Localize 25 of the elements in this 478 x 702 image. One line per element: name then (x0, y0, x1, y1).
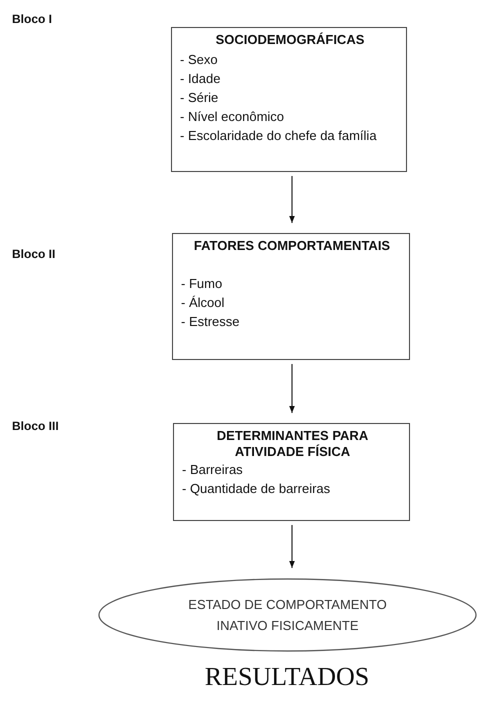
block-box (171, 27, 407, 172)
block-heading: SOCIODEMOGRÁFICAS (214, 32, 366, 48)
block-box (173, 423, 410, 521)
arrow (289, 364, 295, 414)
list-item: - Sexo (180, 51, 219, 69)
list-item: - Álcool (181, 294, 226, 312)
list-item: - Estresse (181, 313, 241, 331)
arrow (289, 524, 295, 568)
block-label: Bloco I (12, 12, 52, 26)
outcome-text: ESTADO DE COMPORTAMENTO INATIVO FISICAMENTE (187, 596, 388, 635)
list-item: - Quantidade de barreiras (182, 480, 332, 498)
block-box (172, 233, 410, 360)
list-item: - Escolaridade do chefe da família (180, 127, 378, 145)
caption: RESULTADOS (204, 662, 370, 692)
arrow (289, 176, 295, 224)
list-item: - Nível econômico (180, 108, 286, 126)
list-item: - Fumo (181, 275, 224, 293)
block-heading: DETERMINANTES PARA ATIVIDADE FÍSICA (216, 428, 370, 460)
block-heading: FATORES COMPORTAMENTAIS (192, 238, 392, 254)
list-item: - Idade (180, 70, 222, 88)
outcome-ellipse (98, 578, 477, 652)
block-label: Bloco III (12, 419, 59, 433)
block-label: Bloco II (12, 247, 56, 261)
list-item: - Barreiras (182, 461, 244, 479)
list-item: - Série (180, 89, 220, 107)
